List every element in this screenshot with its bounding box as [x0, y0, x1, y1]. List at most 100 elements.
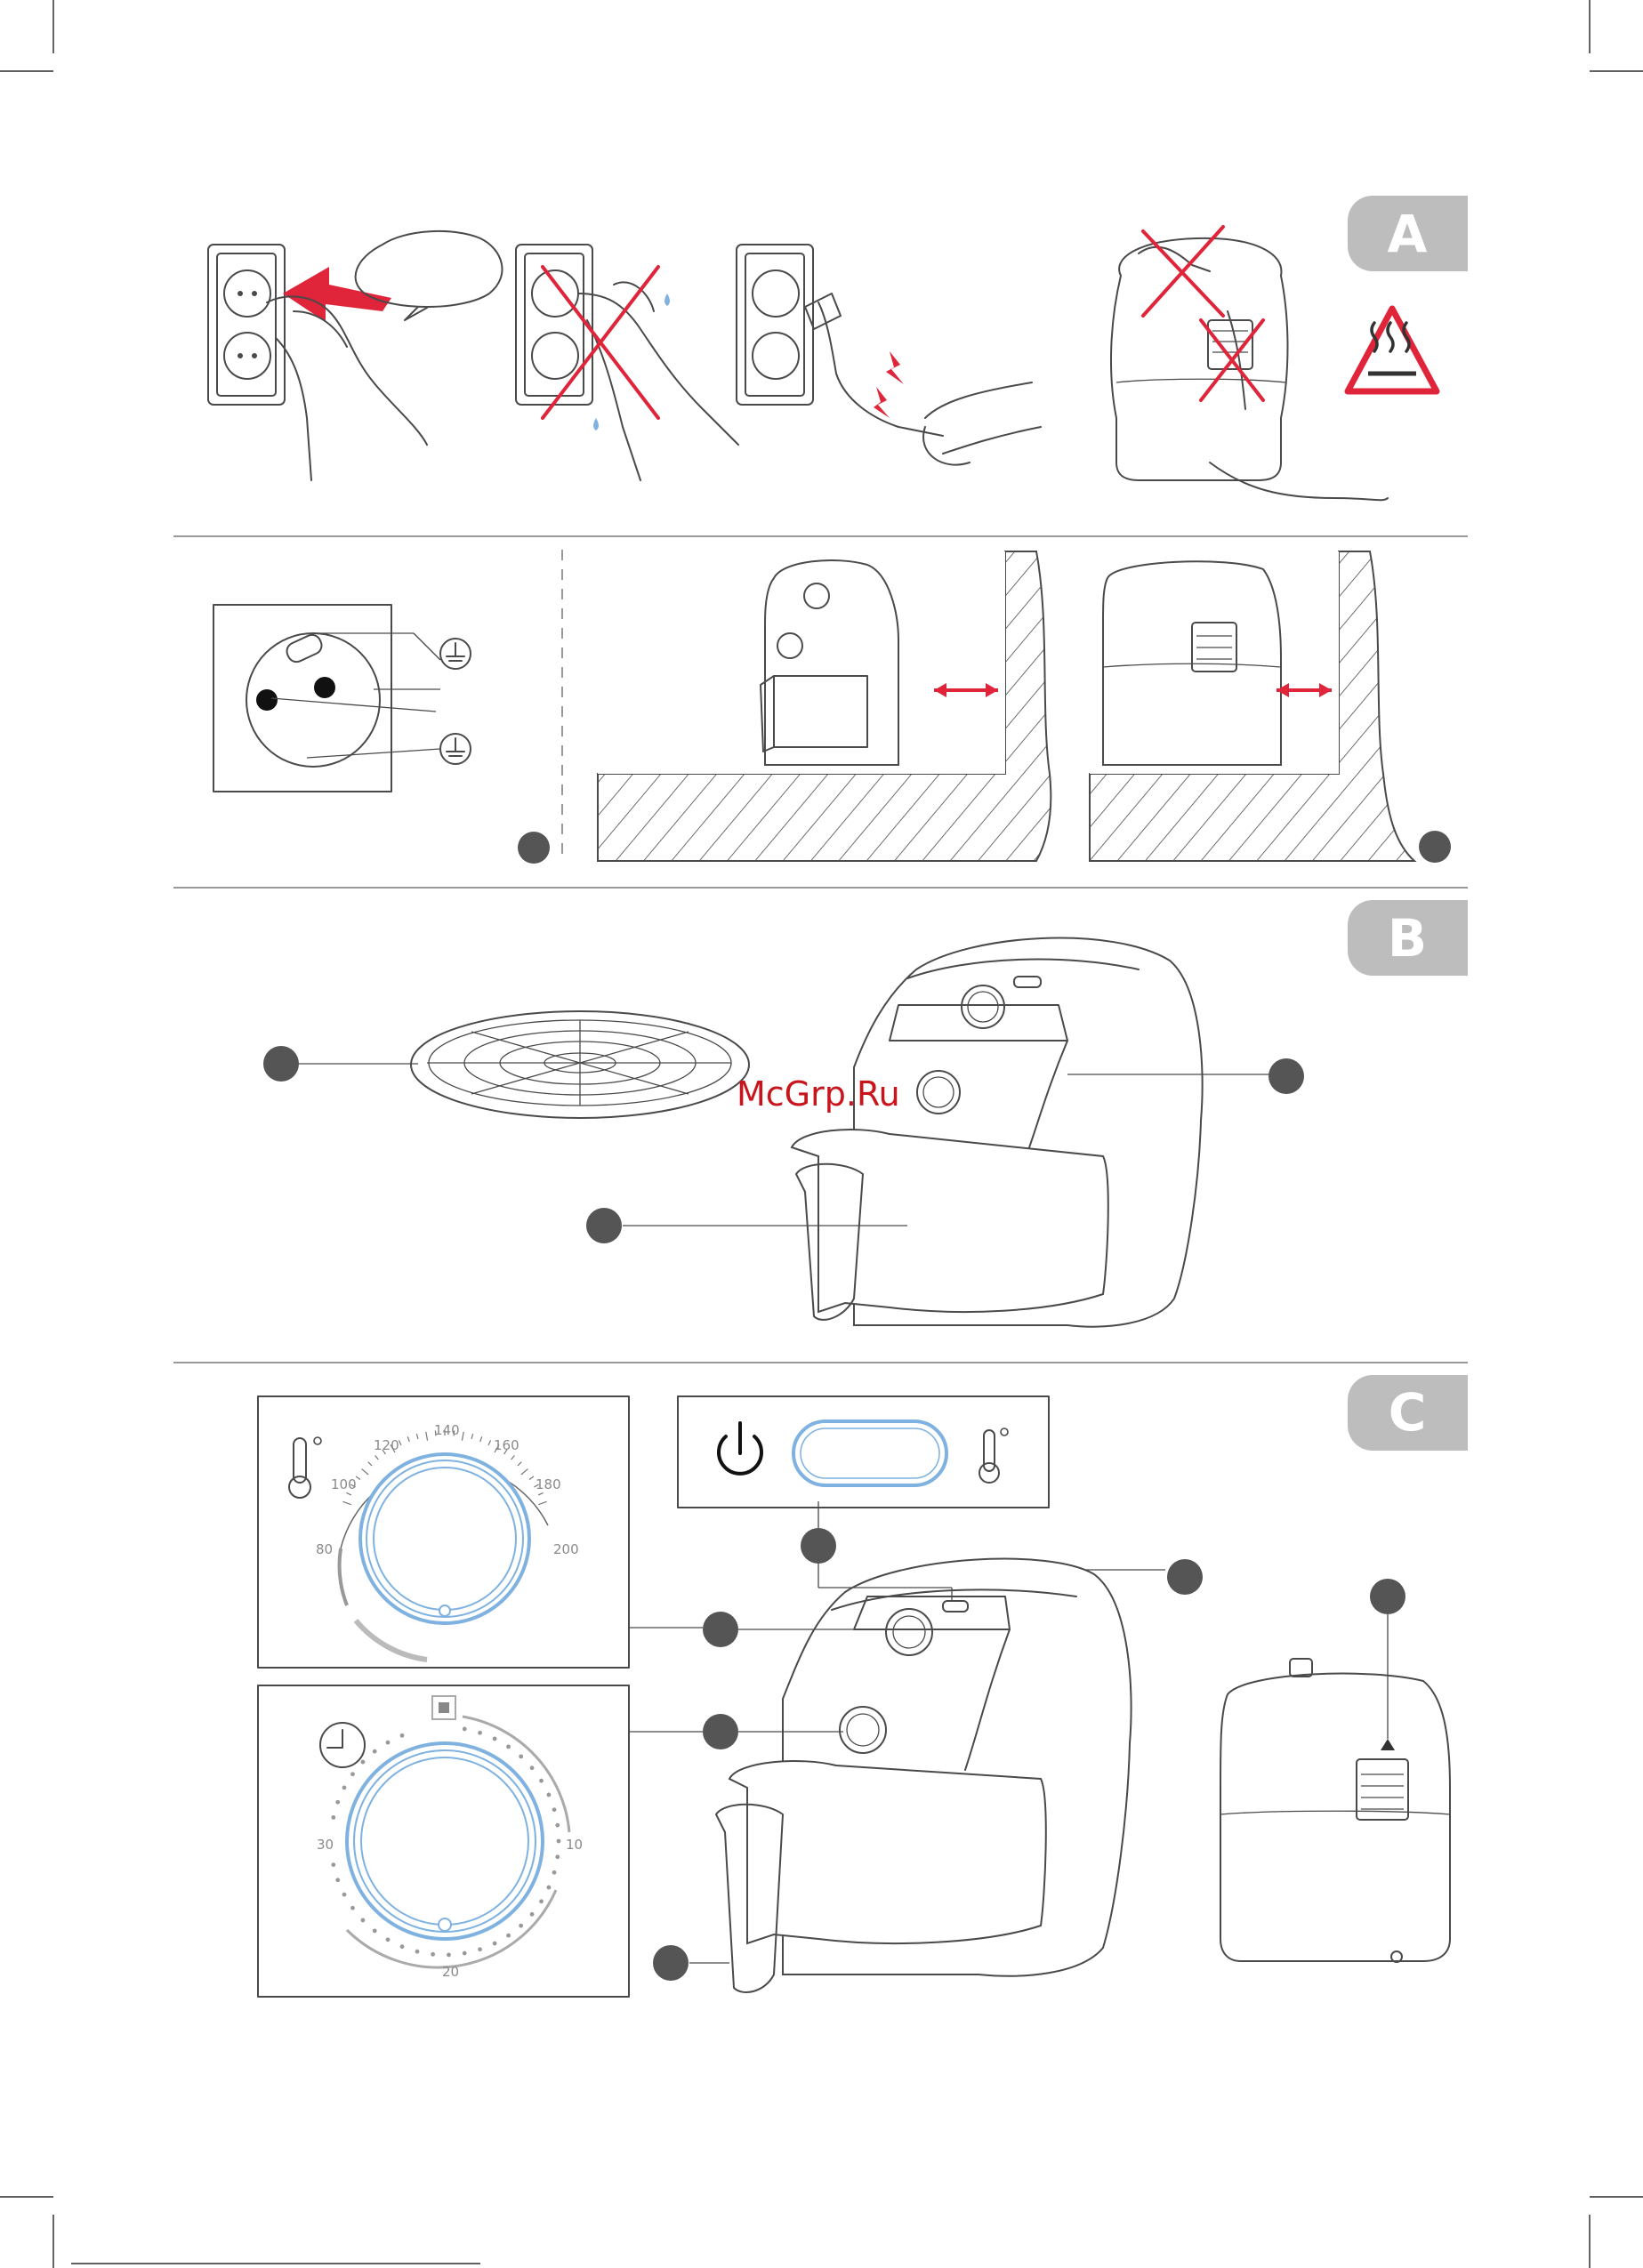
air-fryer-back-illustration [1220, 1579, 1450, 1962]
timer-scale-dot [539, 1779, 544, 1783]
temperature-scale-tick [375, 1456, 379, 1460]
callout-dot [518, 832, 550, 864]
temperature-label-200: 200 [553, 1541, 579, 1557]
clearance-back-illustration [1090, 551, 1451, 863]
clearance-front-illustration [598, 551, 1051, 861]
callout-dot [653, 1945, 689, 1981]
temperature-scale-tick [356, 1476, 360, 1479]
timer-scale-dot [386, 1741, 391, 1745]
temperature-dial-knob [360, 1454, 529, 1623]
socket-diagram [213, 605, 550, 864]
water-drop-icon [593, 418, 599, 430]
indicator-light-icon [793, 1421, 946, 1485]
section-c: C 80 100 120 140 160 180 200 [258, 1375, 1468, 1997]
temperature-label-100: 100 [331, 1476, 357, 1492]
timer-scale-dot [478, 1947, 482, 1951]
timer-scale-dot [415, 1950, 420, 1954]
temperature-label-80: 80 [316, 1541, 333, 1557]
temperature-scale-tick [518, 1462, 521, 1466]
callout-dot [703, 1612, 738, 1647]
timer-scale-dot [478, 1731, 482, 1735]
temperature-scale-tick [521, 1469, 528, 1475]
wet-hands-prohibited-illustration [516, 245, 738, 480]
timer-scale-dot [519, 1924, 523, 1928]
timer-scale-dot [447, 1953, 451, 1958]
temperature-scale-tick [511, 1456, 515, 1460]
clock-icon [320, 1723, 365, 1767]
insert-arrow [283, 267, 391, 322]
temperature-scale-tick [416, 1434, 418, 1439]
section-a: A [208, 196, 1468, 500]
timer-scale-dot [530, 1912, 535, 1917]
callout-dot [1370, 1579, 1405, 1614]
temperature-dial-box: 80 100 120 140 160 180 200 [258, 1396, 629, 1668]
temperature-scale-tick [346, 1492, 350, 1495]
temperature-scale-tick [342, 1501, 350, 1504]
timer-label-30: 30 [317, 1837, 334, 1853]
timer-scale-dot [519, 1754, 523, 1758]
timer-scale-dot [335, 1878, 340, 1882]
hot-appliance-prohibited-illustration [1111, 227, 1388, 500]
section-c-label: C [1389, 1382, 1427, 1443]
section-b: B [263, 900, 1468, 1327]
spark-icon [886, 351, 904, 384]
water-drop-icon [664, 294, 670, 306]
timer-scale-dot [400, 1733, 405, 1738]
pull-cord-prohibited-illustration [737, 245, 1041, 465]
temperature-label-180: 180 [536, 1476, 561, 1492]
callout-dot [586, 1208, 622, 1243]
timer-dial-box: 10 20 30 [258, 1685, 629, 1997]
temperature-scale-tick [488, 1440, 491, 1444]
callout-dot [703, 1714, 738, 1749]
temperature-scale-tick [529, 1476, 534, 1479]
timer-scale-dot [350, 1772, 355, 1776]
hot-surface-warning-icon [1348, 309, 1437, 391]
timer-scale-dot [506, 1934, 511, 1938]
temperature-scale-tick [399, 1440, 401, 1444]
timer-scale-dot [373, 1749, 377, 1754]
temperature-label-120: 120 [374, 1437, 399, 1453]
callout-dot [1167, 1559, 1203, 1595]
callout-dot [801, 1528, 836, 1564]
temperature-scale-tick [407, 1436, 409, 1442]
temperature-scale-tick [538, 1492, 543, 1495]
temperature-scale-tick [426, 1432, 428, 1441]
timer-scale-dot [463, 1727, 467, 1732]
watermark: McGrp.Ru [737, 1074, 900, 1114]
timer-scale-dot [547, 1886, 552, 1890]
callout-dot [263, 1046, 299, 1082]
temperature-scale-tick [462, 1432, 463, 1441]
timer-scale-dot [331, 1815, 335, 1820]
timer-scale-dot [555, 1854, 560, 1859]
grill-plate-illustration [263, 1011, 749, 1118]
section-b-label: B [1388, 908, 1427, 969]
timer-scale-dot [547, 1793, 552, 1798]
timer-scale-dot [431, 1952, 435, 1957]
callout-dot [1419, 831, 1451, 863]
callout-dot [1268, 1058, 1304, 1094]
timer-scale-dot [552, 1870, 557, 1875]
timer-scale-dot [530, 1765, 535, 1770]
temperature-scale-tick [368, 1462, 372, 1466]
thermometer-icon [979, 1428, 1008, 1483]
power-icon [719, 1423, 761, 1474]
control-panel-box [678, 1396, 1049, 1508]
timer-scale-dot [361, 1760, 366, 1765]
timer-scale-dot [386, 1937, 391, 1942]
timer-scale-dot [463, 1951, 467, 1956]
timer-scale-dot [506, 1744, 511, 1749]
timer-scale-dot [342, 1786, 347, 1790]
timer-label-20: 20 [442, 1964, 459, 1980]
timer-scale-dot [400, 1944, 405, 1949]
plug-in-illustration [208, 231, 502, 480]
earth-ground-icon [440, 734, 471, 764]
temperature-scale-tick [480, 1436, 482, 1442]
timer-scale-dot [361, 1918, 366, 1923]
timer-scale-dot [539, 1899, 544, 1903]
temperature-scale-arc [340, 1548, 347, 1605]
timer-scale-dot [335, 1800, 340, 1805]
timer-scale-dot [493, 1942, 497, 1946]
timer-scale-dot [373, 1928, 377, 1933]
timer-scale-dot [552, 1807, 557, 1812]
